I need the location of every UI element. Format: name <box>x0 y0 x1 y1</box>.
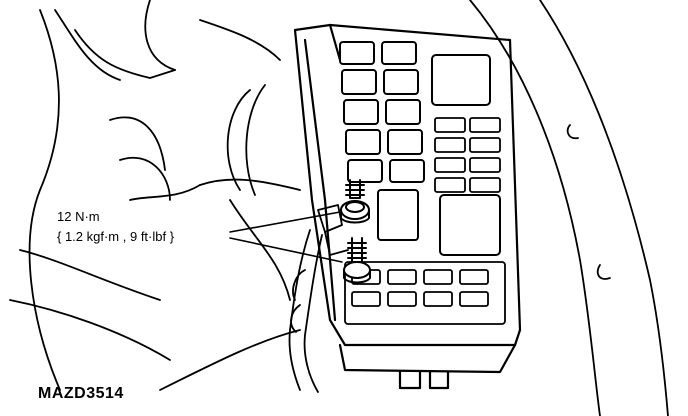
torque-spec-conversions: { 1.2 kgf·m , 9 ft·lbf } <box>57 229 175 244</box>
terminal-bracket <box>317 204 349 256</box>
torque-spec-metric: 12 N·m <box>57 209 100 224</box>
torque-spec-label: 12 N·m { 1.2 kgf·m , 9 ft·lbf } <box>57 207 174 247</box>
junction-block-housing <box>293 23 522 390</box>
lower-bolt <box>343 237 371 284</box>
relay-array <box>339 41 501 256</box>
engine-bay-contour-lines <box>9 0 301 391</box>
torque-callout-leaders <box>229 211 343 263</box>
fuse-grid <box>434 117 501 193</box>
lower-fuse-row <box>344 261 506 325</box>
body-panel <box>469 0 669 416</box>
upper-bolt <box>340 179 370 224</box>
figure-code: MAZD3514 <box>38 385 124 402</box>
